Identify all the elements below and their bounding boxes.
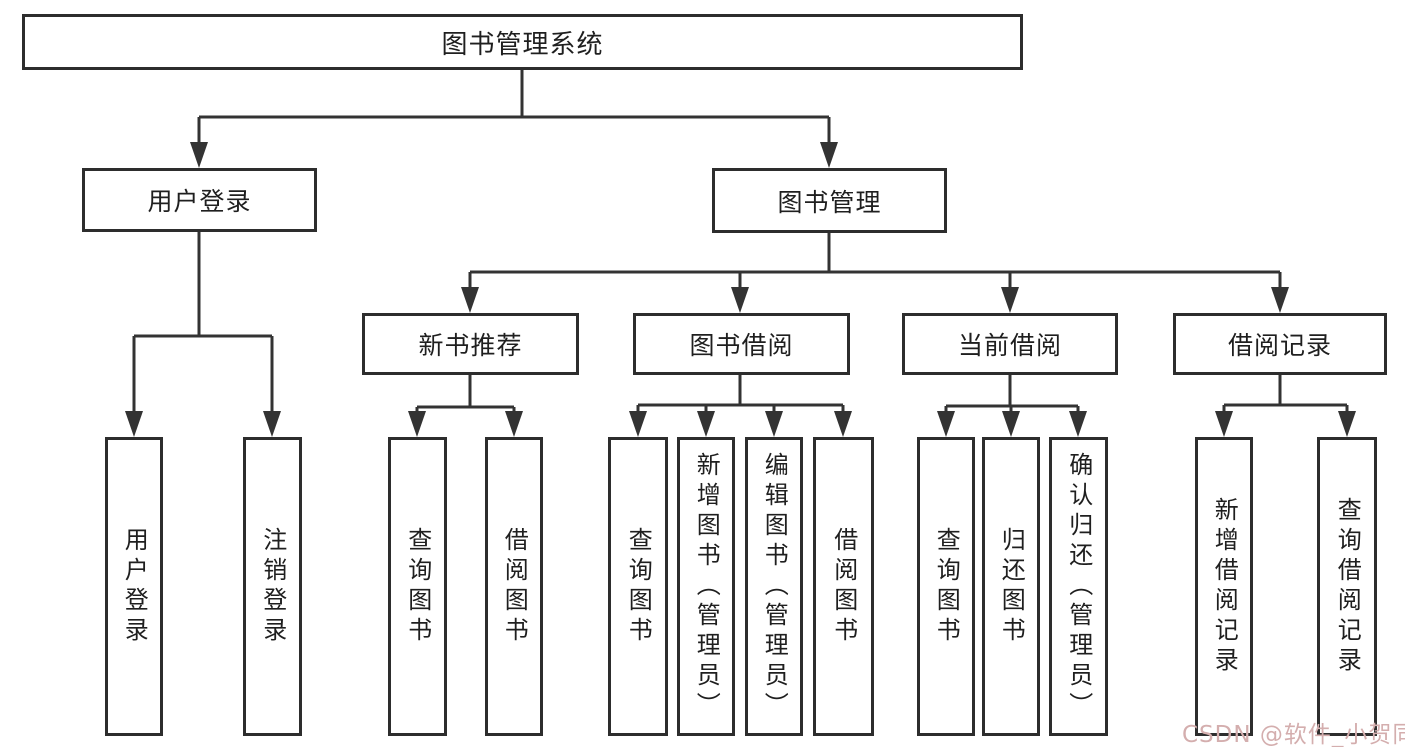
leaf-query-borrow-record-label: 查询借阅记录: [1333, 496, 1362, 677]
leaf-add-borrow-record-label: 新增借阅记录: [1210, 496, 1239, 677]
leaf-query-borrow-record: 查询借阅记录: [1317, 437, 1377, 736]
node-current-borrow: 当前借阅: [902, 313, 1118, 375]
leaf-confirm-return-admin: 确认归还（管理员）: [1049, 437, 1108, 736]
node-book-management: 图书管理: [712, 168, 947, 233]
node-user-login: 用户登录: [82, 168, 317, 232]
leaf-add-books-admin-label: 新增图书（管理员）: [692, 451, 721, 722]
leaf-return-books: 归还图书: [982, 437, 1040, 736]
leaf-confirm-return-admin-label: 确认归还（管理员）: [1064, 451, 1093, 722]
leaf-logout: 注销登录: [243, 437, 302, 736]
leaf-edit-books-admin: 编辑图书（管理员）: [745, 437, 803, 736]
leaf-query-books-recommend-label: 查询图书: [403, 526, 432, 647]
leaf-borrow-books-borrow-label: 借阅图书: [829, 526, 858, 647]
leaf-borrow-books-recommend: 借阅图书: [485, 437, 543, 736]
watermark: CSDN @软件_小贺同学: [1182, 722, 1405, 747]
leaf-edit-books-admin-label: 编辑图书（管理员）: [760, 451, 789, 722]
leaf-add-borrow-record: 新增借阅记录: [1195, 437, 1253, 736]
leaf-query-books-current-label: 查询图书: [932, 526, 961, 647]
leaf-query-books-borrow-label: 查询图书: [624, 526, 653, 647]
node-root: 图书管理系统: [22, 14, 1023, 70]
node-new-book-recommend: 新书推荐: [362, 313, 579, 375]
leaf-borrow-books-recommend-label: 借阅图书: [500, 526, 529, 647]
leaf-user-login-label: 用户登录: [120, 526, 149, 647]
leaf-return-books-label: 归还图书: [997, 526, 1026, 647]
leaf-user-login: 用户登录: [105, 437, 163, 736]
leaf-borrow-books-borrow: 借阅图书: [813, 437, 874, 736]
arrowheads: [125, 142, 1356, 437]
leaf-query-books-recommend: 查询图书: [388, 437, 447, 736]
leaf-logout-label: 注销登录: [258, 526, 287, 647]
leaf-add-books-admin: 新增图书（管理员）: [677, 437, 735, 736]
leaf-query-books-borrow: 查询图书: [608, 437, 668, 736]
node-borrow-records: 借阅记录: [1173, 313, 1387, 375]
leaf-query-books-current: 查询图书: [917, 437, 975, 736]
node-book-borrow: 图书借阅: [633, 313, 850, 375]
